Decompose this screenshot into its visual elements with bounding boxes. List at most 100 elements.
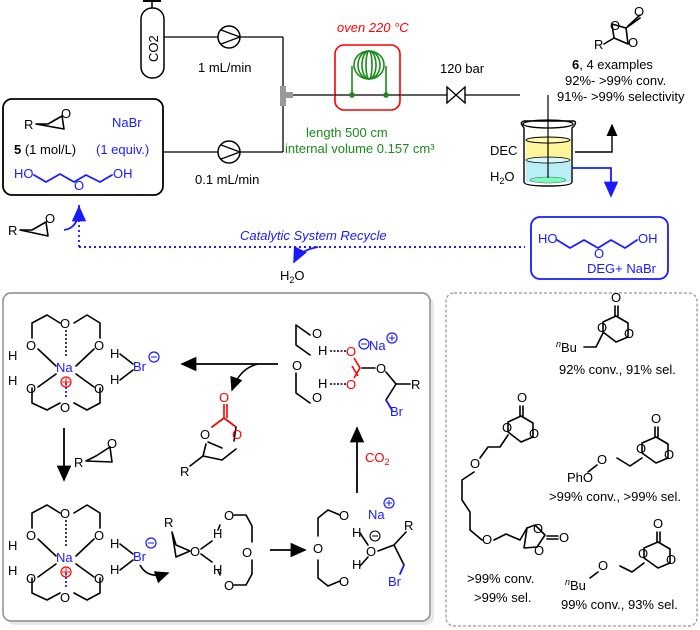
svg-text:O: O [94,381,104,396]
svg-text:O: O [636,441,646,456]
svg-text:O: O [224,578,234,593]
examples-panel [445,292,698,627]
svg-text:O: O [366,544,376,559]
svg-text:O: O [376,361,386,376]
product-summary: 6, 4 examples [572,57,653,72]
carbonate-intermediate: O O O H H O O O R Br Na [292,324,420,419]
recycle-box-label: DEG+ NaBr [587,261,657,276]
back-pressure-valve-icon [446,85,466,105]
na-deg-complex-bottom: O O O O O O H H H H Na Br [8,504,170,605]
svg-text:R: R [180,464,189,479]
svg-text:HO: HO [538,231,558,246]
co2-flow-rate: 1 mL/min [198,60,251,75]
example-bis-result-conv: >99% conv. [467,571,534,586]
substrate-label: 5 (1 mol/L) [14,142,76,157]
svg-text:H: H [213,526,222,541]
svg-text:O: O [60,506,70,521]
svg-text:O: O [502,420,512,435]
svg-text:OH: OH [113,166,133,181]
salt-equiv-label: (1 equiv.) [96,142,149,157]
svg-text:O: O [638,546,648,561]
svg-text:O: O [346,377,356,392]
feed-box [2,98,164,196]
svg-text:O: O [190,544,200,559]
example-pho-structure: O O O O PhO [567,411,674,485]
co2-reagent-label: CO2 [365,450,390,467]
svg-text:O: O [634,4,644,19]
salt-label: NaBr [112,115,142,130]
svg-text:Br: Br [388,574,402,589]
svg-text:O: O [94,571,104,586]
svg-text:O: O [651,411,661,426]
co2-pump-icon [217,25,242,49]
svg-text:O: O [598,558,608,573]
alkoxide-intermediate: O O O H H O R Br Na [313,497,413,589]
svg-text:O: O [60,400,70,415]
example-nbu-structure: O O O nBu [556,290,634,355]
example-pho-result: >99% conv., >99% sel. [549,489,681,504]
svg-text:Br: Br [390,404,404,419]
svg-text:O: O [339,574,349,589]
epoxide-5-structure: R O [24,106,71,132]
svg-text:Na: Na [369,338,386,353]
svg-text:H: H [110,562,119,577]
svg-text:O: O [594,246,604,261]
svg-text:H: H [110,536,119,551]
reactor-coil-icon [349,50,389,98]
mechanism-panel [2,292,431,622]
svg-text:O: O [339,508,349,523]
svg-text:O: O [45,211,55,226]
svg-text:O: O [242,545,252,560]
svg-text:Br: Br [133,359,147,374]
svg-text:O: O [61,106,71,121]
water-removal-arrow [293,245,319,264]
oven-label: oven 220 °C [337,20,409,35]
epoxide-reagent-structure: R O [74,436,117,470]
svg-text:Na: Na [56,360,73,375]
svg-text:H: H [8,373,17,388]
co2-cylinder: CO2 [140,0,165,79]
svg-text:O: O [94,528,104,543]
svg-text:H: H [110,372,119,387]
svg-text:H: H [8,348,17,363]
svg-text:R: R [404,518,413,533]
example-nbuo-structure: O O O O nBu [565,516,676,593]
svg-text:O: O [74,178,84,193]
svg-text:O: O [26,528,36,543]
svg-text:O: O [312,326,322,341]
product-release-arrow [230,363,259,392]
svg-text:H: H [8,538,17,553]
svg-text:O: O [26,381,36,396]
svg-text:O: O [664,447,674,462]
svg-text:O: O [597,320,607,335]
na-deg-complex-top: O O O O O O H H H H Na Br [8,314,160,415]
svg-text:PhO: PhO [567,470,593,485]
svg-text:H: H [110,346,119,361]
svg-text:O: O [292,358,302,373]
svg-text:O: O [200,427,210,442]
example-bis-carbonate-structure: O O O O O O O O [461,390,569,558]
svg-text:O: O [517,390,527,405]
product-6-structure: O O O R [594,4,644,52]
example-nbu-result: 92% conv., 91% sel. [559,362,676,377]
pressure-label: 120 bar [440,61,485,76]
example-nbuo-result: 99% conv., 93% sel. [561,597,678,612]
svg-text:O: O [470,456,480,471]
svg-text:nBu: nBu [565,577,586,593]
svg-text:O: O [482,532,492,547]
activated-epoxide-structure: R O H H O O O [164,508,253,593]
t-mixer [280,86,293,106]
dec-layer-label: DEC [490,143,517,158]
reactor-length: length 500 cm [306,125,388,140]
product-conversion: 92%- >99% conv. [565,73,666,88]
product-selectivity: 91%- >99% selectivity [557,89,685,104]
separator-beaker [520,95,577,187]
svg-text:O: O [610,18,620,33]
svg-text:O: O [624,326,634,341]
svg-text:OH: OH [638,231,658,246]
svg-text:R: R [24,117,33,132]
svg-text:O: O [26,571,36,586]
example-bis-result-sel: >99% sel. [474,590,531,605]
feed-pump-icon [217,140,242,164]
svg-text:O: O [60,316,70,331]
